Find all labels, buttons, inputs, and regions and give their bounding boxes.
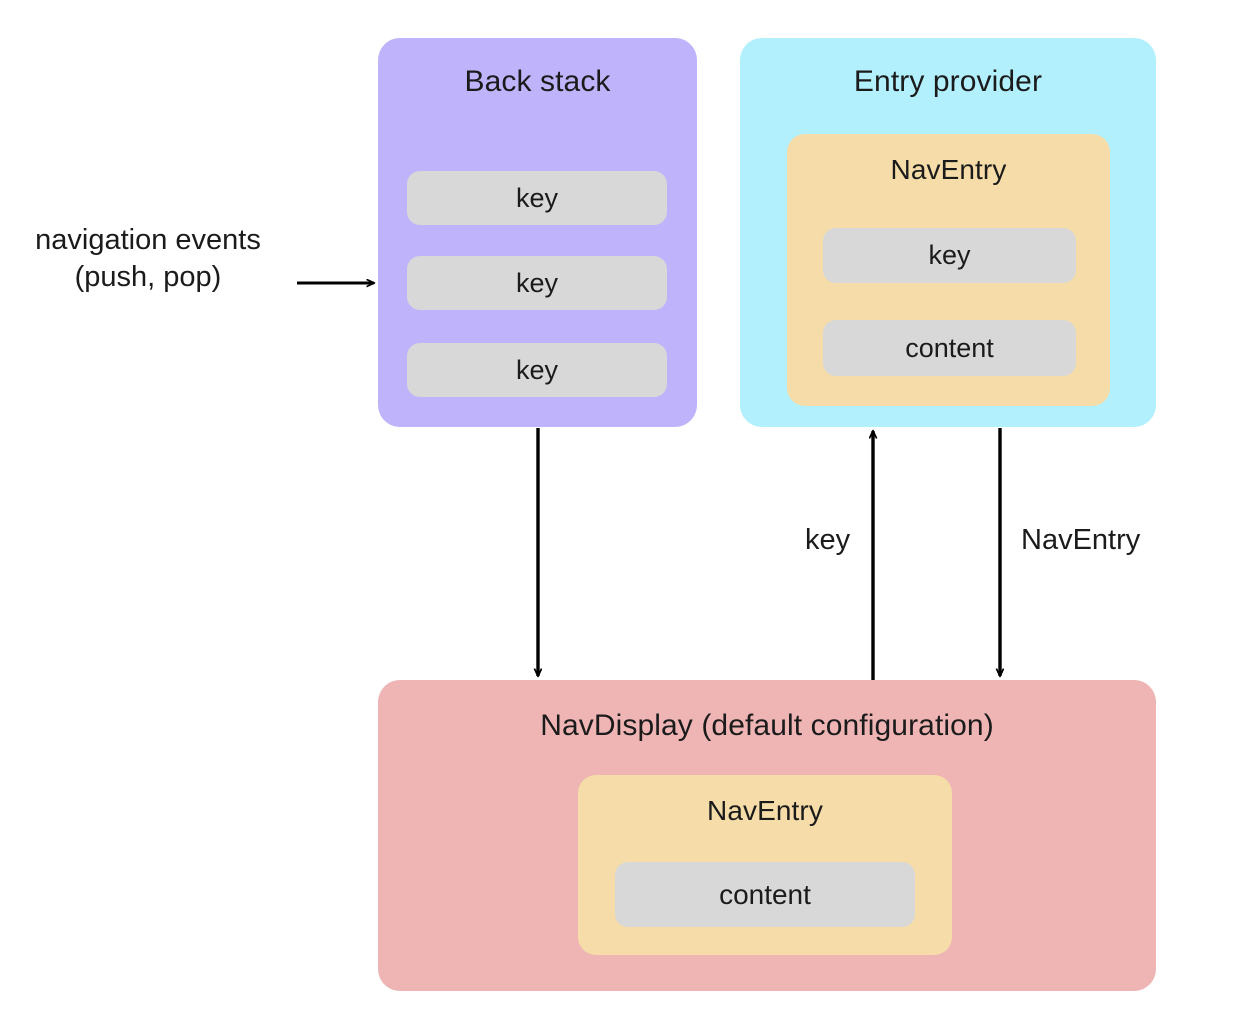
entry-provider-content-slot: content bbox=[823, 320, 1076, 376]
nav-display-content-slot: content bbox=[615, 862, 915, 927]
back-stack-key-label: key bbox=[515, 267, 559, 298]
entry-provider-naventry-title: NavEntry bbox=[890, 154, 1007, 185]
back-stack-title: Back stack bbox=[464, 65, 611, 98]
entry-provider-key-slot: key bbox=[823, 228, 1076, 283]
back-stack-key-item: key bbox=[407, 256, 667, 310]
nav-display-title: NavDisplay (default configuration) bbox=[540, 709, 994, 742]
navigation-events-label: navigation events (push, pop) bbox=[10, 222, 286, 296]
entry-provider-key-label: key bbox=[928, 240, 971, 270]
entry-provider-title: Entry provider bbox=[853, 65, 1043, 98]
navigation-events-line-2: (push, pop) bbox=[74, 261, 222, 294]
nav-display-content-label: content bbox=[719, 878, 811, 910]
navigation-events-line-1: navigation events bbox=[35, 224, 261, 256]
arrow-label-key: key bbox=[805, 524, 851, 556]
back-stack-key-label: key bbox=[515, 354, 559, 385]
arrow-label-naventry: NavEntry bbox=[1021, 524, 1141, 556]
nav-display-naventry-title: NavEntry bbox=[707, 795, 823, 826]
back-stack-key-item: key bbox=[407, 171, 667, 225]
entry-provider-content-label: content bbox=[905, 332, 994, 363]
back-stack-key-item: key bbox=[407, 343, 667, 397]
back-stack-key-label: key bbox=[515, 182, 559, 213]
